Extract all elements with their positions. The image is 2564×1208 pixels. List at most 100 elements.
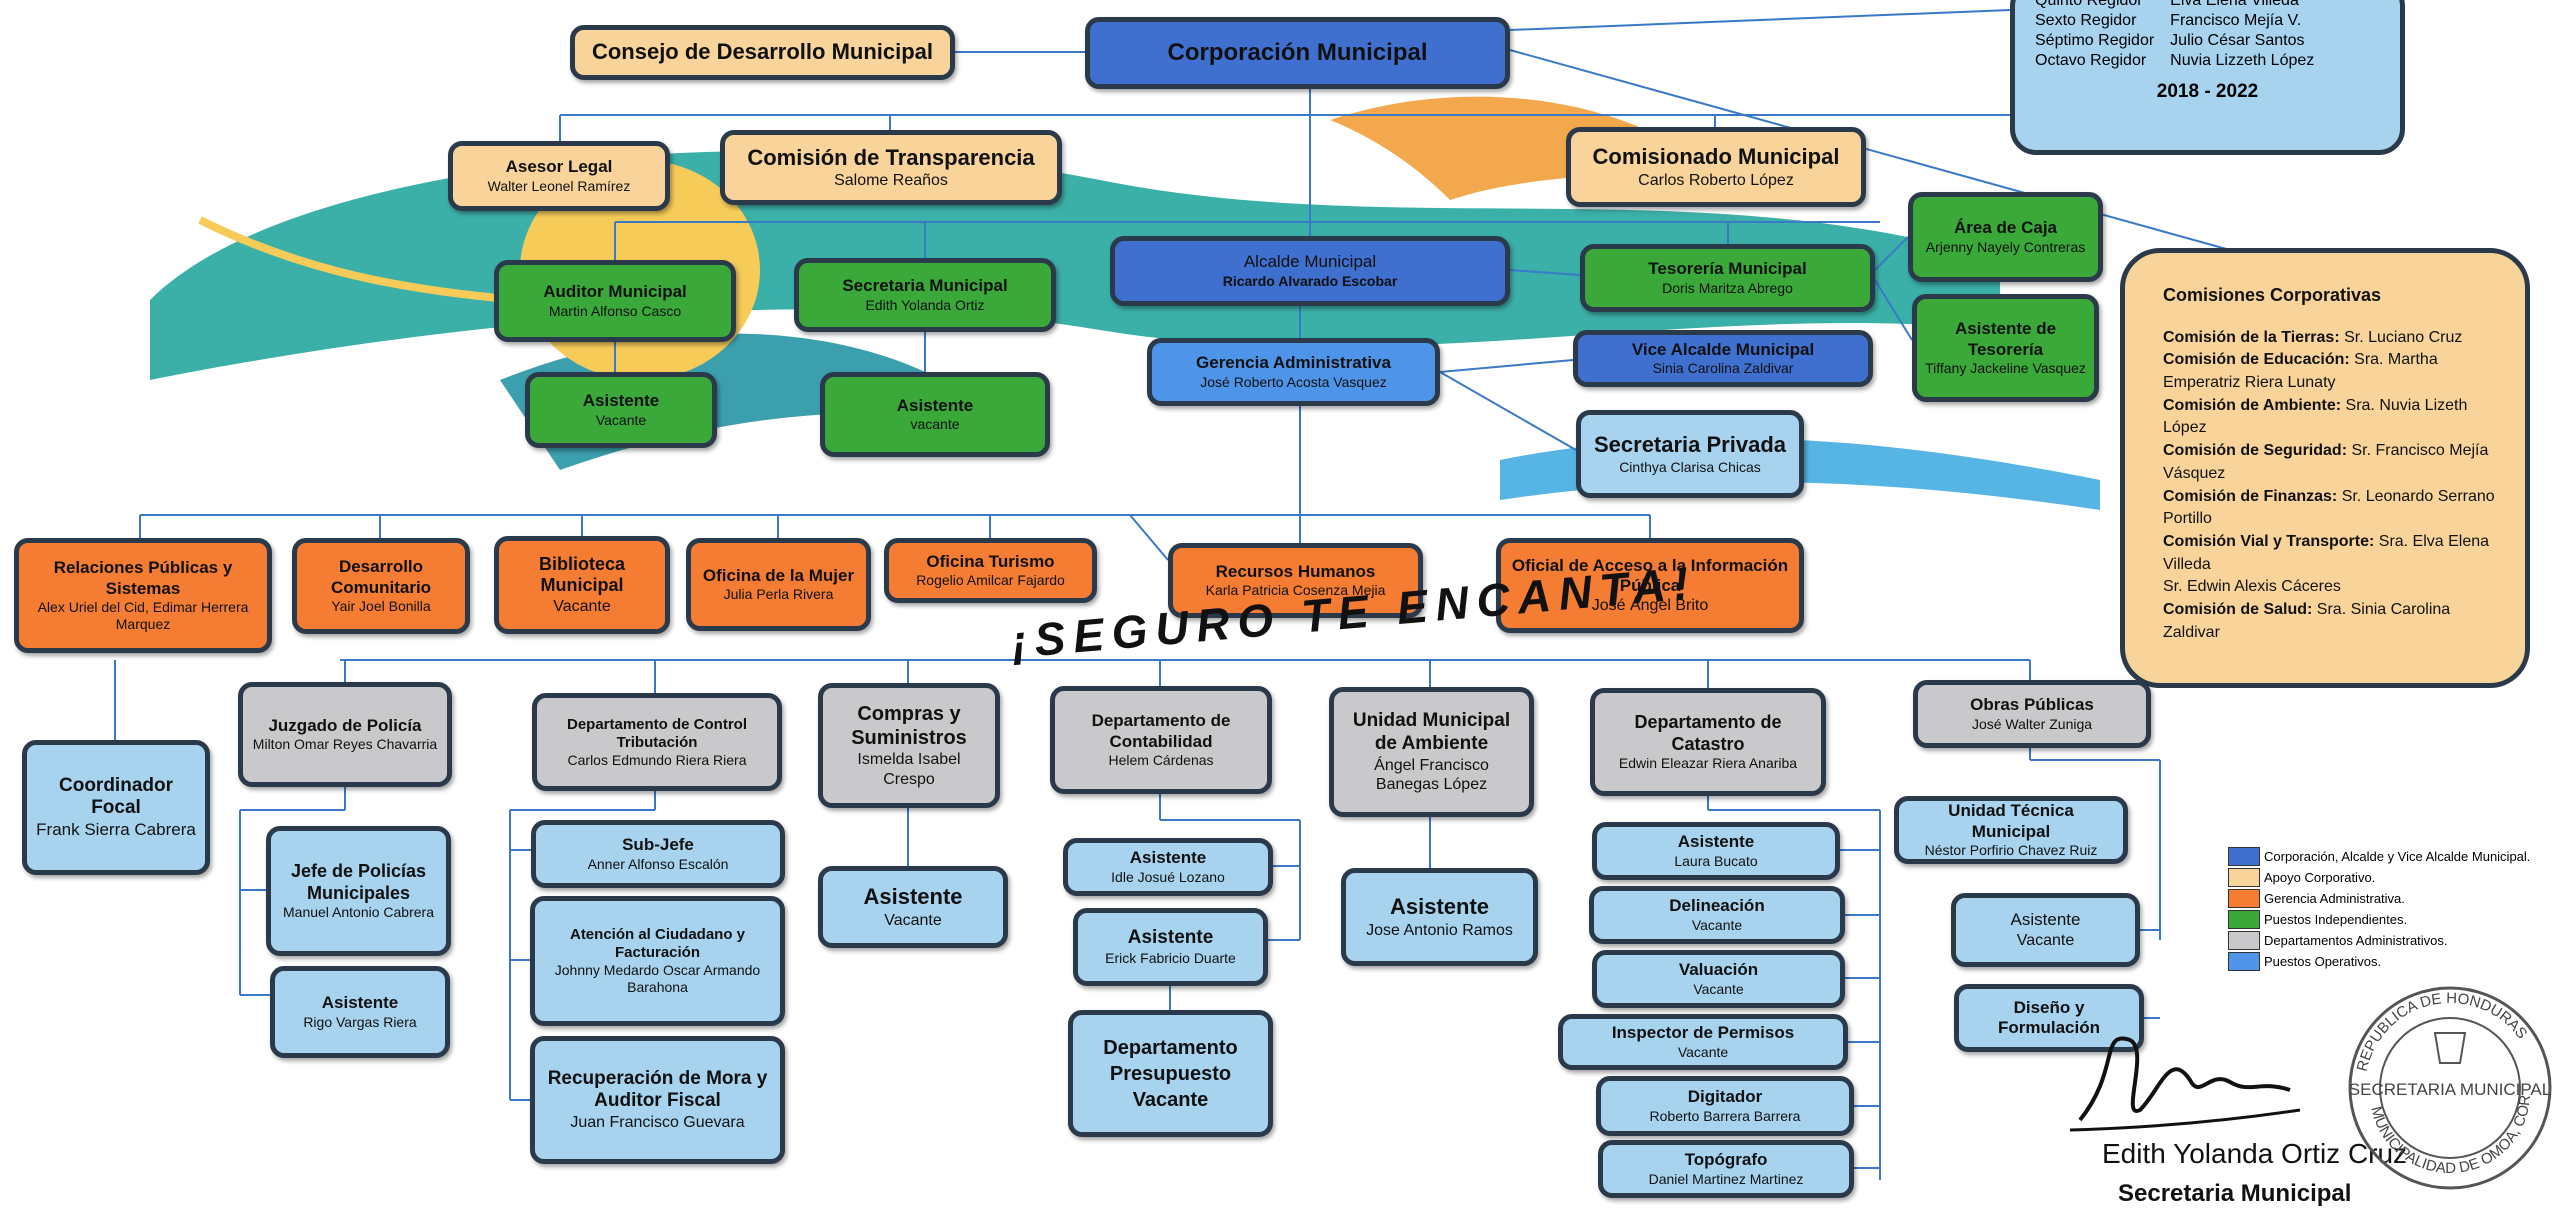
alcalde-name: Ricardo Alvarado Escobar	[1222, 272, 1398, 289]
comision-member: Sra. Elva Elena Villeda	[2163, 533, 2490, 573]
gerencia-title: Gerencia Administrativa	[1196, 353, 1391, 373]
asesor-name: Walter Leonel Ramírez	[487, 177, 631, 194]
asist-cont1-title: Asistente	[1129, 848, 1207, 868]
tesoreria-name: Doris Maritza Abrego	[1662, 279, 1793, 296]
comision-member: Sr. Francisco Mejía Vásquez	[2163, 442, 2489, 482]
privada-title: Secretaria Privada	[1593, 432, 1787, 458]
acceso-name: José Ángel Brito	[1591, 597, 1709, 615]
signature-role: Secretaria Municipal	[2118, 1180, 2352, 1207]
legend-label: Puestos Operativos.	[2264, 954, 2382, 969]
compras-title: Compras y Suministros	[851, 703, 967, 750]
contabilidad-name: Helem Cárdenas	[1108, 751, 1214, 768]
caja-name: Arjenny Nayely Contreras	[1925, 238, 2086, 255]
comision-label: Comisión de Educación:	[2163, 351, 2355, 369]
juzgado-box: Juzgado de Policía Milton Omar Reyes Cha…	[238, 682, 452, 787]
recuperacion-mora-box: Recuperación de Mora y Auditor Fiscal Ju…	[530, 1036, 785, 1164]
acceso-informacion-box: Oficial de Acceso a la Información Públi…	[1496, 538, 1804, 633]
asistente-secretaria-box: Asistente vacante	[820, 372, 1050, 457]
valuacion-title: Valuación	[1678, 960, 1759, 980]
presupuesto-box: Departamento Presupuesto Vacante	[1068, 1010, 1273, 1137]
comision-member: Sr. Leonardo Serrano Portillo	[2163, 487, 2495, 528]
turismo-title: Oficina Turismo	[926, 551, 1055, 571]
utm-name: Néstor Porfirio Chavez Ruiz	[1924, 842, 2098, 858]
desarrollo-comunitario-box: Desarrollo Comunitario Yair Joel Bonilla	[292, 538, 470, 634]
connector-line	[1509, 269, 1581, 276]
asist-auditor-name: Vacante	[595, 411, 647, 428]
control-tributacion-box: Departamento de Control Tributación Carl…	[532, 693, 782, 791]
legend-label: Puestos Independientes.	[2264, 912, 2408, 927]
jefe-policias-box: Jefe de Policías Municipales Manuel Anto…	[266, 826, 451, 956]
jefe-policias-name: Manuel Antonio Cabrera	[283, 904, 434, 921]
regidor-name: Francisco Mejía V.	[2170, 12, 2302, 29]
legend-entry: Puestos Operativos.	[2228, 951, 2530, 972]
regidor-role: Quinto Regidor	[2035, 0, 2143, 9]
legend-label: Gerencia Administrativa.	[2264, 891, 2405, 906]
contabilidad-box: Departamento de Contabilidad Helem Cárde…	[1050, 686, 1272, 794]
asist-juzgado-title: Asistente	[321, 993, 399, 1013]
digitador-name: Roberto Barrera Barrera	[1649, 1107, 1801, 1124]
rrhh-title: Recursos Humanos	[1215, 561, 1376, 581]
asistente-ambiente-box: Asistente Jose Antonio Ramos	[1341, 868, 1538, 966]
comision-item: Comisión de Finanzas: Sr. Leonardo Serra…	[2163, 486, 2495, 531]
legend-entry: Gerencia Administrativa.	[2228, 888, 2530, 909]
mujer-name: Julia Perla Rivera	[723, 586, 834, 603]
legend-entry: Puestos Independientes.	[2228, 909, 2530, 930]
valuacion-box: Valuación Vacante	[1592, 950, 1845, 1008]
atencion-title: Atención al Ciudadano y Facturación	[569, 926, 746, 962]
subjefe-title: Sub-Jefe	[622, 835, 694, 855]
asist-cont1-name: Idle Josué Lozano	[1111, 868, 1225, 885]
asist-cont2-name: Erick Fabricio Duarte	[1105, 950, 1236, 966]
asist-cont2-title: Asistente	[1127, 927, 1214, 949]
legend-label: Apoyo Corporativo.	[2264, 870, 2376, 885]
desarrollo-name: Yair Joel Bonilla	[331, 597, 431, 614]
coordinador-title: Coordinador Focal	[59, 774, 173, 819]
comisionado-name: Carlos Roberto López	[1638, 171, 1794, 189]
digitador-title: Digitador	[1687, 1087, 1763, 1107]
ambiente-name: Ángel Francisco Banegas López	[1374, 756, 1489, 793]
asist-auditor-title: Asistente	[582, 391, 660, 411]
tesoreria-title: Tesorería Municipal	[1648, 259, 1807, 279]
secretaria-municipal-box: Secretaria Municipal Edith Yolanda Ortiz	[794, 258, 1056, 332]
asist-secretaria-name: vacante	[910, 416, 960, 433]
asesor-legal-box: Asesor Legal Walter Leonel Ramírez	[448, 141, 670, 211]
relaciones-title: Relaciones Públicas y Sistemas	[53, 558, 233, 598]
regidor-role: Sexto Regidor	[2035, 12, 2137, 29]
acceso-title: Oficial de Acceso a la Información Públi…	[1511, 555, 1789, 595]
period-label: 2018 - 2022	[2156, 81, 2259, 102]
coordinador-focal-box: Coordinador Focal Frank Sierra Cabrera	[22, 740, 210, 875]
biblioteca-name: Vacante	[553, 598, 611, 615]
legend-swatch	[2228, 868, 2260, 887]
area-caja-box: Área de Caja Arjenny Nayely Contreras	[1908, 192, 2103, 282]
valuacion-name: Vacante	[1693, 980, 1744, 997]
contabilidad-title: Departamento de Contabilidad	[1091, 711, 1231, 751]
comision-member: Sra. Martha Emperatriz Riera Lunaty	[2163, 351, 2438, 391]
comision-member: Sr. Edwin Alexis Cáceres	[2163, 578, 2341, 596]
inspector-title: Inspector de Permisos	[1611, 1023, 1795, 1043]
compras-box: Compras y Suministros Ismelda Isabel Cre…	[818, 683, 1000, 808]
subjefe-box: Sub-Jefe Anner Alfonso Escalón	[531, 820, 785, 888]
comision-item: Sr. Edwin Alexis Cáceres	[2163, 576, 2495, 599]
connector-line	[1874, 279, 1913, 341]
vicealcalde-box: Vice Alcalde Municipal Sinia Carolina Za…	[1573, 330, 1873, 387]
asistente-auditor-box: Asistente Vacante	[525, 372, 717, 448]
legend-label: Corporación, Alcalde y Vice Alcalde Muni…	[2264, 849, 2531, 864]
mujer-title: Oficina de la Mujer	[702, 565, 855, 585]
comisiones-panel: Comisiones Corporativas Comisión de la T…	[2120, 248, 2530, 688]
consejo-title: Consejo de Desarrollo Municipal	[591, 39, 934, 65]
comision-member: Sra. Sinia Carolina Zaldivar	[2163, 601, 2451, 641]
transparencia-box: Comisión de Transparencia Salome Reaños	[720, 130, 1062, 205]
asist-compras-name: Vacante	[884, 911, 942, 929]
rrhh-name: Karla Patricia Cosenza Mejia	[1205, 582, 1386, 599]
atencion-name: Johnny Medardo Oscar Armando Barahona	[554, 962, 761, 995]
control-name: Carlos Edmundo Riera Riera	[567, 751, 747, 768]
alcalde-title: Alcalde Municipal	[1243, 252, 1377, 272]
legend-swatch	[2228, 952, 2260, 971]
cat-asist-title: Asistente	[1677, 832, 1755, 852]
delineacion-name: Vacante	[1691, 916, 1743, 933]
transparencia-title: Comisión de Transparencia	[747, 144, 1035, 170]
utm-title: Unidad Técnica Municipal	[1948, 801, 2074, 841]
comision-label: Comisión de Salud:	[2163, 601, 2317, 619]
